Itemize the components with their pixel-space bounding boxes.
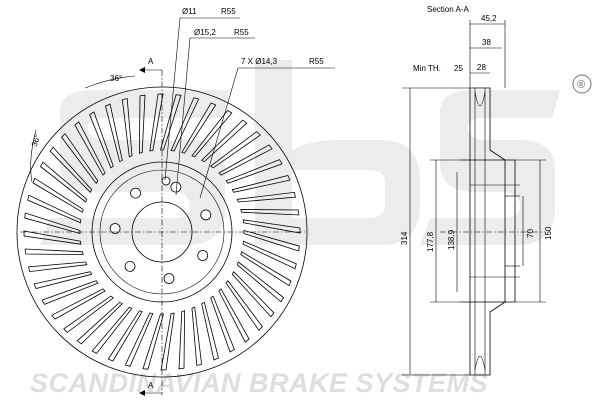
cooling-vane — [231, 175, 291, 193]
cooling-vane — [49, 146, 93, 193]
cooling-vane — [142, 313, 165, 370]
callout-hole-15-dia: Ø15,2 — [194, 28, 216, 37]
cooling-vane — [138, 94, 146, 154]
cooling-vane — [89, 111, 114, 169]
hub-profile — [460, 159, 516, 303]
cooling-vane — [191, 306, 203, 367]
cooling-vane — [170, 97, 200, 152]
callout-hole-11-dia: Ø11 — [182, 7, 197, 16]
cooling-vane — [225, 159, 283, 184]
section-arrow-top — [139, 67, 145, 73]
dim-38: 38 — [482, 38, 491, 47]
leader-hole-14 — [199, 67, 335, 199]
section-view: Section A-A 45,2 38 28 Min TH. 25 314 — [400, 5, 553, 376]
cooling-vane — [61, 133, 99, 184]
cooling-vane — [210, 131, 261, 169]
cooling-vane — [32, 177, 84, 213]
cooling-vane — [218, 288, 250, 343]
cooling-vane — [51, 288, 106, 320]
sbs-logo-watermark: SCANDINAVIAN BRAKE SYSTEMS — [30, 60, 560, 398]
callout-hole-15-r: R55 — [234, 28, 249, 37]
dim-177-8: 177,8 — [426, 231, 435, 252]
cooling-vane — [191, 109, 233, 158]
bolt-hole — [200, 209, 212, 221]
dim-45: 45,2 — [481, 14, 497, 23]
min-th-label: Min TH. — [413, 64, 441, 73]
cooling-vane — [149, 93, 164, 152]
leader-hole-15 — [175, 37, 255, 196]
cooling-vane — [160, 312, 175, 371]
min-th-value: 25 — [454, 64, 463, 73]
vane-detail-top — [474, 91, 486, 107]
cooling-vane — [24, 248, 84, 256]
bolt-hole — [124, 260, 136, 272]
cooling-vane — [76, 301, 123, 345]
watermark-text: SCANDINAVIAN BRAKE SYSTEMS — [30, 368, 488, 398]
cooling-vane — [181, 102, 217, 154]
cooling-vane — [240, 251, 292, 287]
vane-detail-bottom — [474, 355, 486, 371]
cooling-vanes — [23, 93, 301, 371]
bolt-hole — [163, 273, 175, 284]
registered-circle — [572, 74, 592, 94]
registered-mark: ® — [577, 79, 585, 91]
angle-arc-top — [84, 75, 136, 89]
cooling-vane — [39, 161, 88, 203]
bolt-hole — [170, 181, 182, 193]
section-arrow-bottom — [139, 390, 145, 396]
angle-top-label: 36° — [110, 74, 122, 83]
cooling-vane — [27, 261, 88, 273]
cooling-vane — [24, 212, 81, 235]
dim-138-9: 138,9 — [447, 229, 456, 250]
dim-314: 314 — [400, 231, 409, 245]
callout-hole-11-r: R55 — [221, 7, 236, 16]
section-title: Section A-A — [427, 5, 469, 14]
cooling-vane — [201, 119, 248, 163]
dim-150: 150 — [544, 226, 553, 240]
cooling-vane — [225, 280, 263, 331]
cooling-vane — [124, 312, 154, 367]
dim-28: 28 — [477, 63, 486, 72]
cooling-vane — [107, 310, 143, 362]
cooling-vane — [74, 121, 106, 176]
callout-hole-14-dia: 7 X Ø14,3 — [241, 57, 278, 66]
angle-left-label: 36° — [30, 133, 43, 147]
cooling-vane — [242, 240, 297, 270]
cooling-vane — [178, 310, 186, 370]
cooling-vane — [210, 295, 235, 353]
cooling-vane — [236, 191, 297, 203]
cooling-vane — [218, 144, 273, 176]
cooling-vane — [63, 295, 114, 333]
cooling-vane — [23, 230, 82, 245]
dim-70: 70 — [526, 229, 535, 238]
bolt-holes — [109, 176, 212, 284]
cooling-vane — [27, 194, 82, 224]
front-view: A A 36° 36° Ø11 R55 Ø15,2 R55 7 X Ø14,3 … — [16, 7, 335, 396]
cooling-vane — [91, 306, 133, 355]
callout-hole-14-r: R55 — [309, 57, 324, 66]
cooling-vane — [243, 229, 300, 252]
cooling-vane — [240, 208, 300, 216]
section-mark-bottom: A — [148, 381, 154, 390]
cooling-vane — [236, 261, 285, 303]
cooling-vane — [242, 219, 301, 234]
angle-arc-left — [30, 129, 37, 183]
cooling-vane — [105, 103, 123, 163]
cooling-vane — [231, 271, 275, 318]
cooling-vane — [41, 280, 99, 305]
cooling-vane — [121, 97, 133, 158]
cooling-vane — [33, 271, 93, 289]
bolt-hole — [197, 250, 209, 261]
cooling-vane — [201, 301, 219, 361]
bolt-hole — [130, 187, 142, 199]
locating-hole — [161, 176, 171, 186]
bolt-hole — [109, 223, 121, 234]
leader-hole-11 — [164, 17, 240, 181]
section-mark-top: A — [148, 57, 154, 66]
